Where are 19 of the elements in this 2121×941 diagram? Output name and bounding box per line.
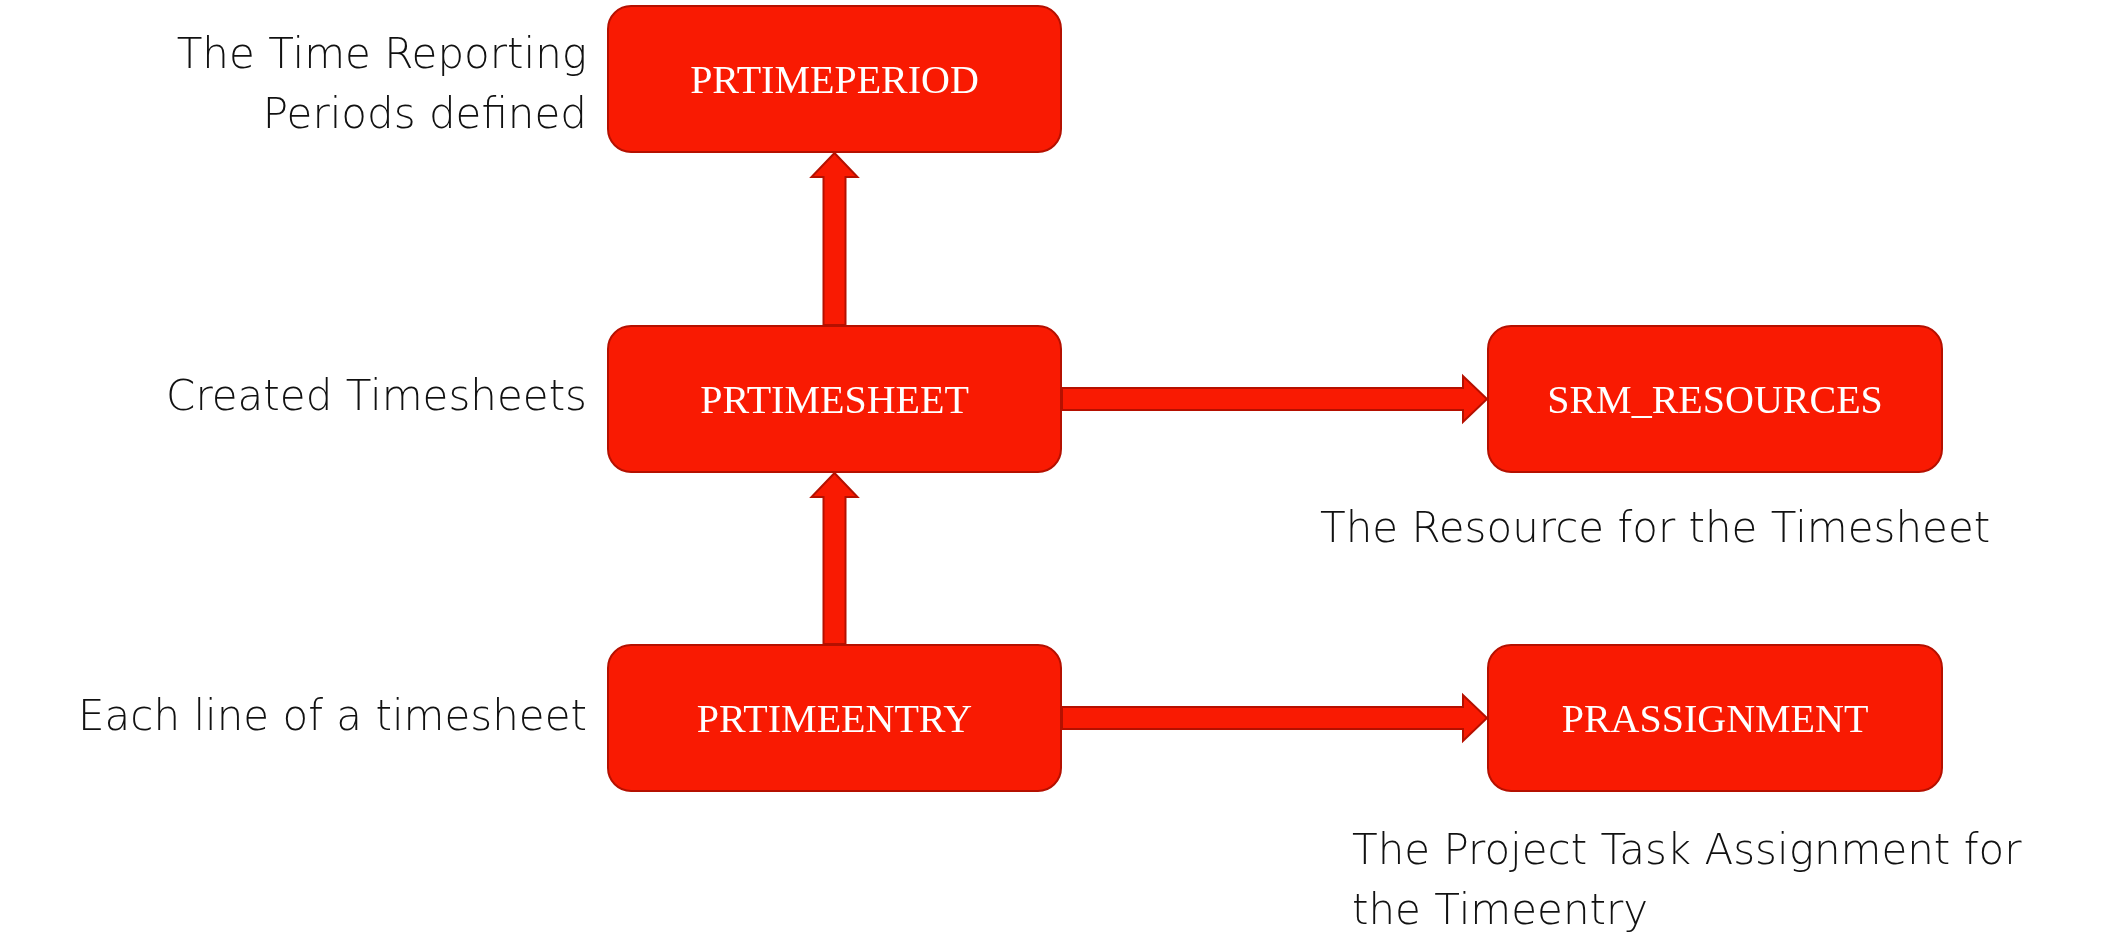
description-text: Created Timesheets	[165, 370, 587, 422]
table-box	[607, 325, 1062, 473]
description-text: The Time Reporting Periods defined	[175, 28, 587, 140]
table-box	[607, 644, 1062, 792]
table-box	[607, 5, 1062, 153]
description-text: Each line of a timesheet	[77, 690, 587, 742]
table-name: PRTIMESHEET	[700, 375, 969, 423]
table-box	[1487, 325, 1943, 473]
table-name: SRM_RESOURCES	[1547, 375, 1883, 423]
table-box	[1487, 644, 1943, 792]
table-name: PRASSIGNMENT	[1561, 694, 1869, 742]
block-arrow	[809, 471, 860, 645]
description-text: The Resource for the Timesheet	[1320, 502, 1992, 554]
description-text: The Project Task Assignment for the Timeentry	[1352, 824, 2023, 936]
block-arrow	[809, 151, 860, 326]
block-arrow	[1061, 373, 1489, 425]
block-arrow	[1061, 692, 1489, 744]
table-name: PRTIMEENTRY	[696, 694, 973, 742]
table-name: PRTIMEPERIOD	[690, 55, 979, 103]
